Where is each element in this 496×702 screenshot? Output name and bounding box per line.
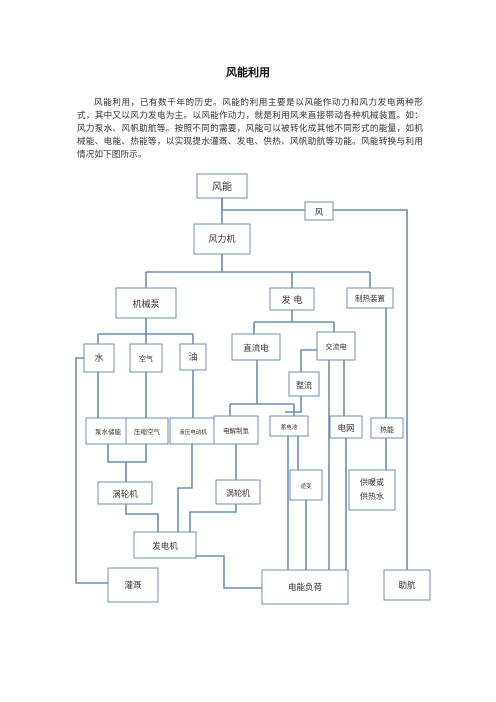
node-label: 电网	[337, 423, 354, 434]
node-wolunji-left: 涡轮机	[97, 481, 153, 505]
node-jixiebeng: 机械泵	[115, 287, 177, 319]
node-label: 风能	[212, 180, 232, 193]
node-label: 风	[315, 208, 324, 218]
node-jiaoliudian: 交流电	[316, 331, 356, 361]
node-label: 灌溉	[124, 580, 142, 591]
node-label: 风力机	[208, 233, 235, 245]
node-label: 涡轮机	[226, 488, 250, 498]
node-label: 发电机	[152, 541, 178, 552]
node-fengliji: 风力机	[193, 223, 251, 255]
node-label: 空气	[139, 354, 153, 363]
node-label: 逆变	[300, 482, 312, 490]
node-zhiliudian: 直流电	[231, 333, 281, 361]
node-feng: 风	[304, 201, 334, 221]
node-dianwang: 电网	[329, 415, 363, 439]
node-label: 发 电	[282, 294, 303, 306]
node-label: 电解制氢	[223, 426, 250, 435]
node-label: 供热水	[360, 491, 384, 501]
node-label: 液压电动机	[179, 428, 207, 436]
node-label: 助航	[398, 580, 416, 591]
node-label: 供暖或	[360, 477, 384, 487]
node-fengneng: 风能	[196, 173, 248, 199]
diagram-connectors	[75, 198, 408, 589]
node-zhuhang: 助航	[383, 569, 431, 601]
node-label: 制热装置	[355, 293, 385, 303]
node-label: 水	[94, 352, 103, 364]
node-label: 交流电	[326, 342, 347, 351]
node-yeyamada: 液压电动机	[169, 417, 217, 445]
node-gongnuan: 供暖或 供热水	[348, 469, 396, 511]
page-title: 风能利用	[226, 66, 270, 79]
node-you: 油	[179, 343, 207, 371]
node-shui: 水	[83, 343, 115, 373]
node-bengshuichuneng: 泵水储能	[85, 417, 131, 445]
node-label: 压缩空气	[134, 427, 161, 436]
node-zhengliu: 整流	[288, 371, 320, 397]
node-yasuokongqi: 压缩空气	[125, 417, 169, 445]
intro-paragraph: 风能利用，已有数千年的历史。风能的利用主要是以风能作动力和风力发电两种形式，其中…	[77, 98, 423, 160]
node-fadian: 发 电	[269, 287, 315, 311]
node-wolunji-mid: 涡轮机	[215, 479, 261, 505]
node-guangai: 灌溉	[107, 567, 159, 603]
node-kongqi: 空气	[129, 343, 163, 373]
node-label: 油	[188, 351, 197, 363]
node-label: 直流电	[243, 343, 269, 354]
node-label: 整流	[296, 380, 312, 390]
node-reneng: 热能	[370, 417, 404, 439]
node-label: 蓄电池	[281, 423, 298, 431]
node-nibian: 逆变	[289, 469, 323, 501]
node-dianjiezhiqing: 电解制氢	[213, 415, 259, 445]
node-label: 泵水储能	[95, 427, 122, 436]
node-label: 机械泵	[132, 298, 159, 310]
node-xudianchi: 蓄电池	[269, 415, 309, 437]
node-label: 热能	[380, 425, 394, 434]
node-fadianji: 发电机	[133, 531, 197, 559]
node-label: 涡轮机	[112, 489, 138, 500]
node-zhirezhuangzhi: 制热装置	[346, 287, 394, 309]
node-diannengfuhe: 电能负荷	[261, 569, 349, 605]
node-label: 电能负荷	[288, 582, 323, 593]
